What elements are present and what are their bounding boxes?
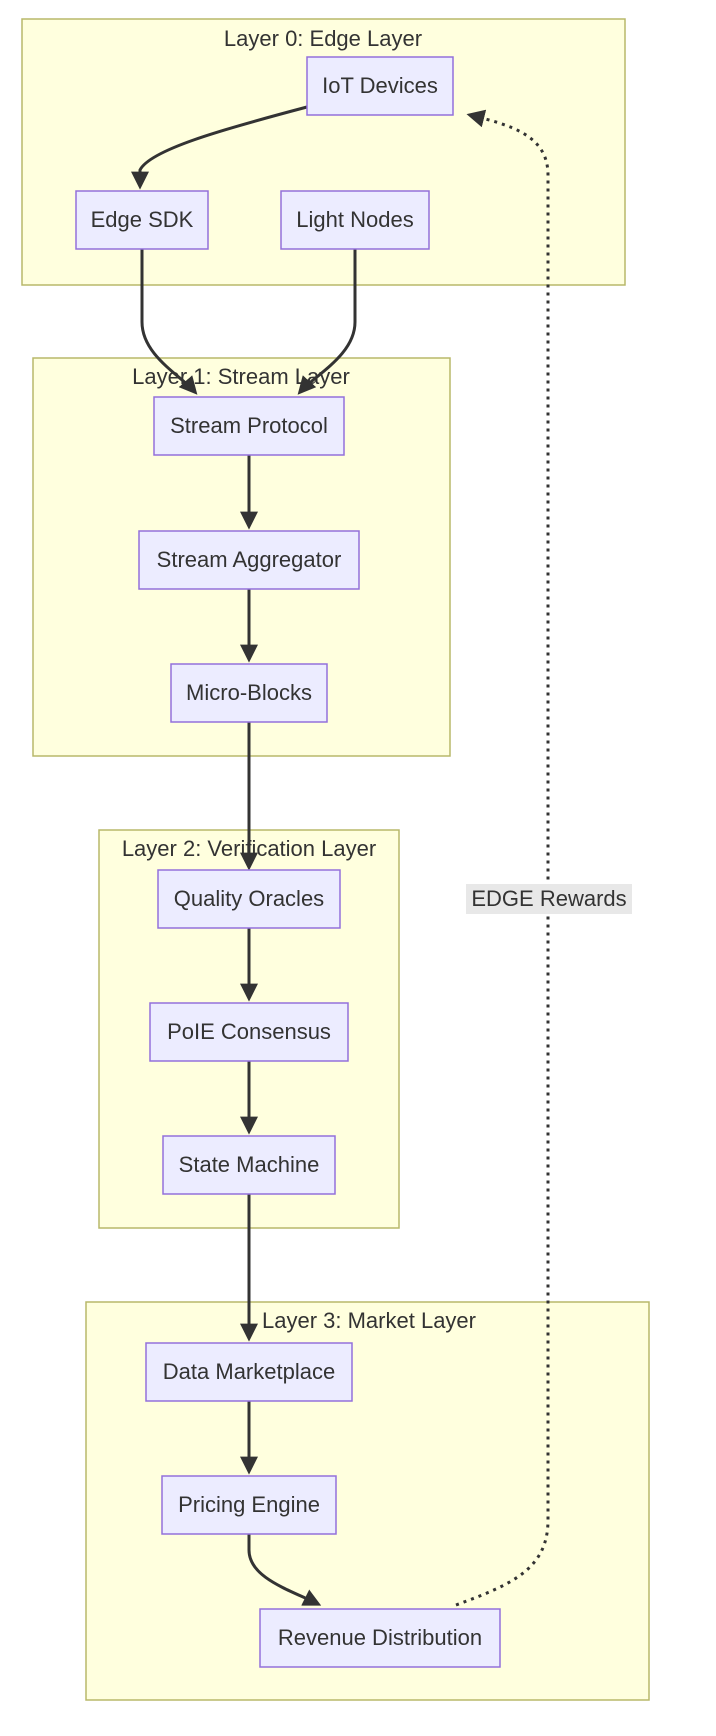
node-iot-devices[interactable]: IoT Devices (306, 56, 454, 116)
node-micro-blocks-label: Micro-Blocks (186, 680, 312, 705)
node-stream-aggregator[interactable]: Stream Aggregator (138, 530, 360, 590)
node-poie-consensus-label: PoIE Consensus (167, 1019, 331, 1044)
node-revenue-distribution-label: Revenue Distribution (278, 1625, 482, 1650)
edge-edgesdk-to-streamprotocol (140, 249, 198, 395)
node-iot-devices-label: IoT Devices (322, 73, 438, 98)
node-data-marketplace[interactable]: Data Marketplace (145, 1342, 353, 1402)
node-micro-blocks[interactable]: Micro-Blocks (170, 663, 328, 723)
node-revenue-distribution[interactable]: Revenue Distribution (259, 1608, 501, 1668)
edge-iot-to-edgesdk (131, 105, 308, 190)
node-data-marketplace-label: Data Marketplace (163, 1359, 335, 1384)
node-pricing-engine[interactable]: Pricing Engine (161, 1475, 337, 1535)
node-stream-aggregator-label: Stream Aggregator (157, 547, 342, 572)
node-poie-consensus[interactable]: PoIE Consensus (149, 1002, 349, 1062)
layer-edge-title: Layer 0: Edge Layer (224, 26, 422, 51)
edge-rewards-label-text: EDGE Rewards (471, 886, 626, 911)
edge-lightnodes-to-streamprotocol (297, 249, 357, 395)
node-quality-oracles-label: Quality Oracles (174, 886, 324, 911)
node-state-machine[interactable]: State Machine (162, 1135, 336, 1195)
node-light-nodes-label: Light Nodes (296, 207, 413, 232)
edge-revenue-to-iot-rewards (455, 109, 550, 1607)
node-state-machine-label: State Machine (179, 1152, 320, 1177)
node-stream-protocol-label: Stream Protocol (170, 413, 328, 438)
node-stream-protocol[interactable]: Stream Protocol (153, 396, 345, 456)
layer-market-title: Layer 3: Market Layer (262, 1308, 476, 1333)
node-light-nodes[interactable]: Light Nodes (280, 190, 430, 250)
edge-rewards-label: EDGE Rewards (466, 884, 632, 914)
edge-pricing-to-revenue (247, 1534, 322, 1606)
node-quality-oracles[interactable]: Quality Oracles (157, 869, 341, 929)
node-pricing-engine-label: Pricing Engine (178, 1492, 320, 1517)
node-edge-sdk-label: Edge SDK (91, 207, 194, 232)
node-edge-sdk[interactable]: Edge SDK (75, 190, 209, 250)
